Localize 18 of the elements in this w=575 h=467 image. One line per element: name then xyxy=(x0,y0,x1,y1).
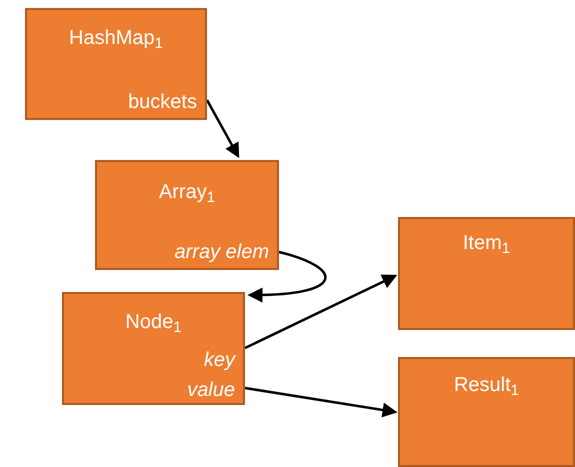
arrow xyxy=(206,99,240,158)
object-title: HashMap$_{1}$ xyxy=(69,26,163,50)
field-name: value xyxy=(187,378,235,402)
object-box xyxy=(62,292,245,405)
object-title: Result$_{1}$ xyxy=(454,373,520,397)
object-box xyxy=(95,160,279,270)
object-title: Node$_{1}$ xyxy=(125,310,182,334)
field-name: array elem xyxy=(174,240,269,264)
arrow xyxy=(244,274,398,350)
arrow xyxy=(248,250,326,302)
field-name: buckets xyxy=(128,90,197,114)
object-box xyxy=(25,8,207,120)
object-title: Item$_{1}$ xyxy=(462,231,510,255)
object-box xyxy=(398,217,575,330)
field-name: key xyxy=(204,348,235,372)
object-box xyxy=(398,357,575,467)
arrow xyxy=(244,386,398,418)
object-title: Array$_{1}$ xyxy=(158,180,216,204)
